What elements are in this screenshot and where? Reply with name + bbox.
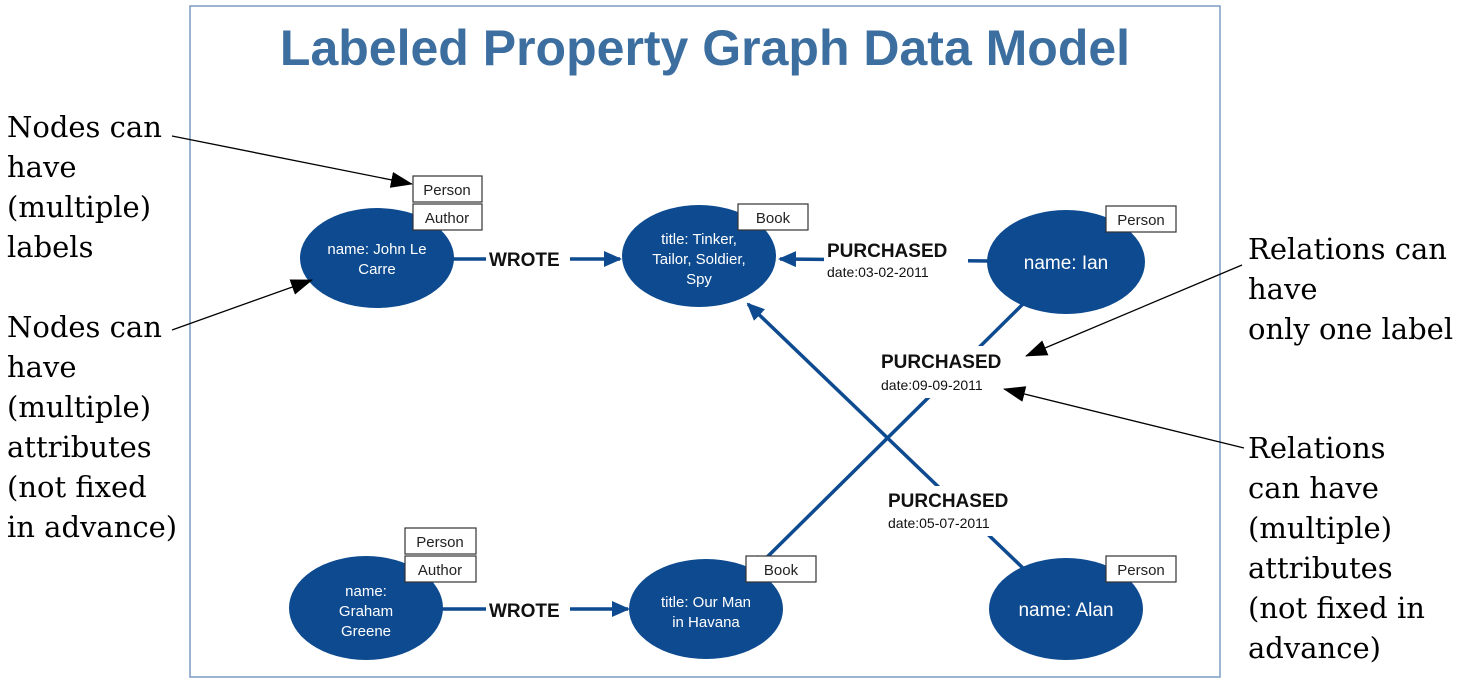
- relation-label-purchased-1: PURCHASED: [827, 241, 947, 262]
- node-john-le-carre: name: John Le Carre: [300, 208, 454, 308]
- svg-text:Author: Author: [418, 562, 462, 579]
- relation-attr-purchased-3: date:05-07-2011: [888, 515, 990, 531]
- annotation-relation-attributes: Relations can have (multiple) attributes…: [1248, 431, 1434, 665]
- svg-text:name: Alan: name: Alan: [1018, 600, 1113, 621]
- node-alan: name: Alan: [989, 558, 1143, 660]
- label-box-graham-person: Person: [404, 527, 477, 555]
- diagram-title: Labeled Property Graph Data Model: [280, 20, 1130, 76]
- relation-label-wrote-2: WROTE: [489, 601, 560, 622]
- svg-text:Greene: Greene: [341, 623, 391, 640]
- annotation-node-attributes: Nodes can have (multiple) attributes (no…: [7, 310, 177, 544]
- svg-text:Book: Book: [764, 562, 799, 579]
- svg-text:Tailor, Soldier,: Tailor, Soldier,: [652, 251, 745, 268]
- svg-text:Book: Book: [756, 210, 791, 227]
- svg-text:name: Ian: name: Ian: [1024, 253, 1109, 274]
- label-box-alan-person: Person: [1105, 555, 1177, 583]
- diagram-frame: [189, 5, 1221, 678]
- relation-label-purchased-2: PURCHASED: [881, 352, 1001, 373]
- pointer-rel-label: [1025, 264, 1243, 357]
- svg-text:Graham: Graham: [339, 603, 393, 620]
- svg-text:name:: name:: [345, 583, 387, 600]
- annotation-relation-label: Relations can have only one label: [1248, 232, 1456, 346]
- svg-text:Carre: Carre: [358, 261, 396, 278]
- node-ian: name: Ian: [987, 210, 1145, 314]
- label-box-john-author: Author: [412, 203, 483, 231]
- pointer-rel-attrs: [1003, 386, 1245, 449]
- label-box-graham-author: Author: [404, 555, 477, 583]
- svg-text:Person: Person: [423, 182, 471, 199]
- relation-label-purchased-3: PURCHASED: [888, 491, 1008, 512]
- svg-text:Person: Person: [416, 534, 464, 551]
- relation-attr-purchased-1: date:03-02-2011: [827, 264, 929, 280]
- node-our-man-in-havana: title: Our Man in Havana: [629, 559, 783, 659]
- svg-text:Person: Person: [1117, 212, 1165, 229]
- svg-text:Author: Author: [425, 210, 469, 227]
- svg-text:in Havana: in Havana: [672, 614, 740, 631]
- svg-text:title: Our Man: title: Our Man: [661, 594, 751, 611]
- label-box-ian-person: Person: [1105, 205, 1177, 233]
- label-box-tinker-book: Book: [737, 203, 809, 231]
- pointer-node-labels: [171, 135, 413, 188]
- label-box-john-person: Person: [412, 175, 483, 203]
- pointer-node-attrs: [171, 279, 313, 331]
- svg-text:Person: Person: [1117, 562, 1165, 579]
- relation-attr-purchased-2: date:09-09-2011: [881, 377, 983, 393]
- annotation-node-labels: Nodes can have (multiple) labels: [7, 110, 171, 264]
- svg-text:title: Tinker,: title: Tinker,: [661, 231, 737, 248]
- svg-text:Spy: Spy: [686, 271, 712, 288]
- relation-label-wrote-1: WROTE: [489, 250, 560, 271]
- label-box-havana-book: Book: [745, 555, 817, 583]
- svg-text:name: John Le: name: John Le: [327, 241, 426, 258]
